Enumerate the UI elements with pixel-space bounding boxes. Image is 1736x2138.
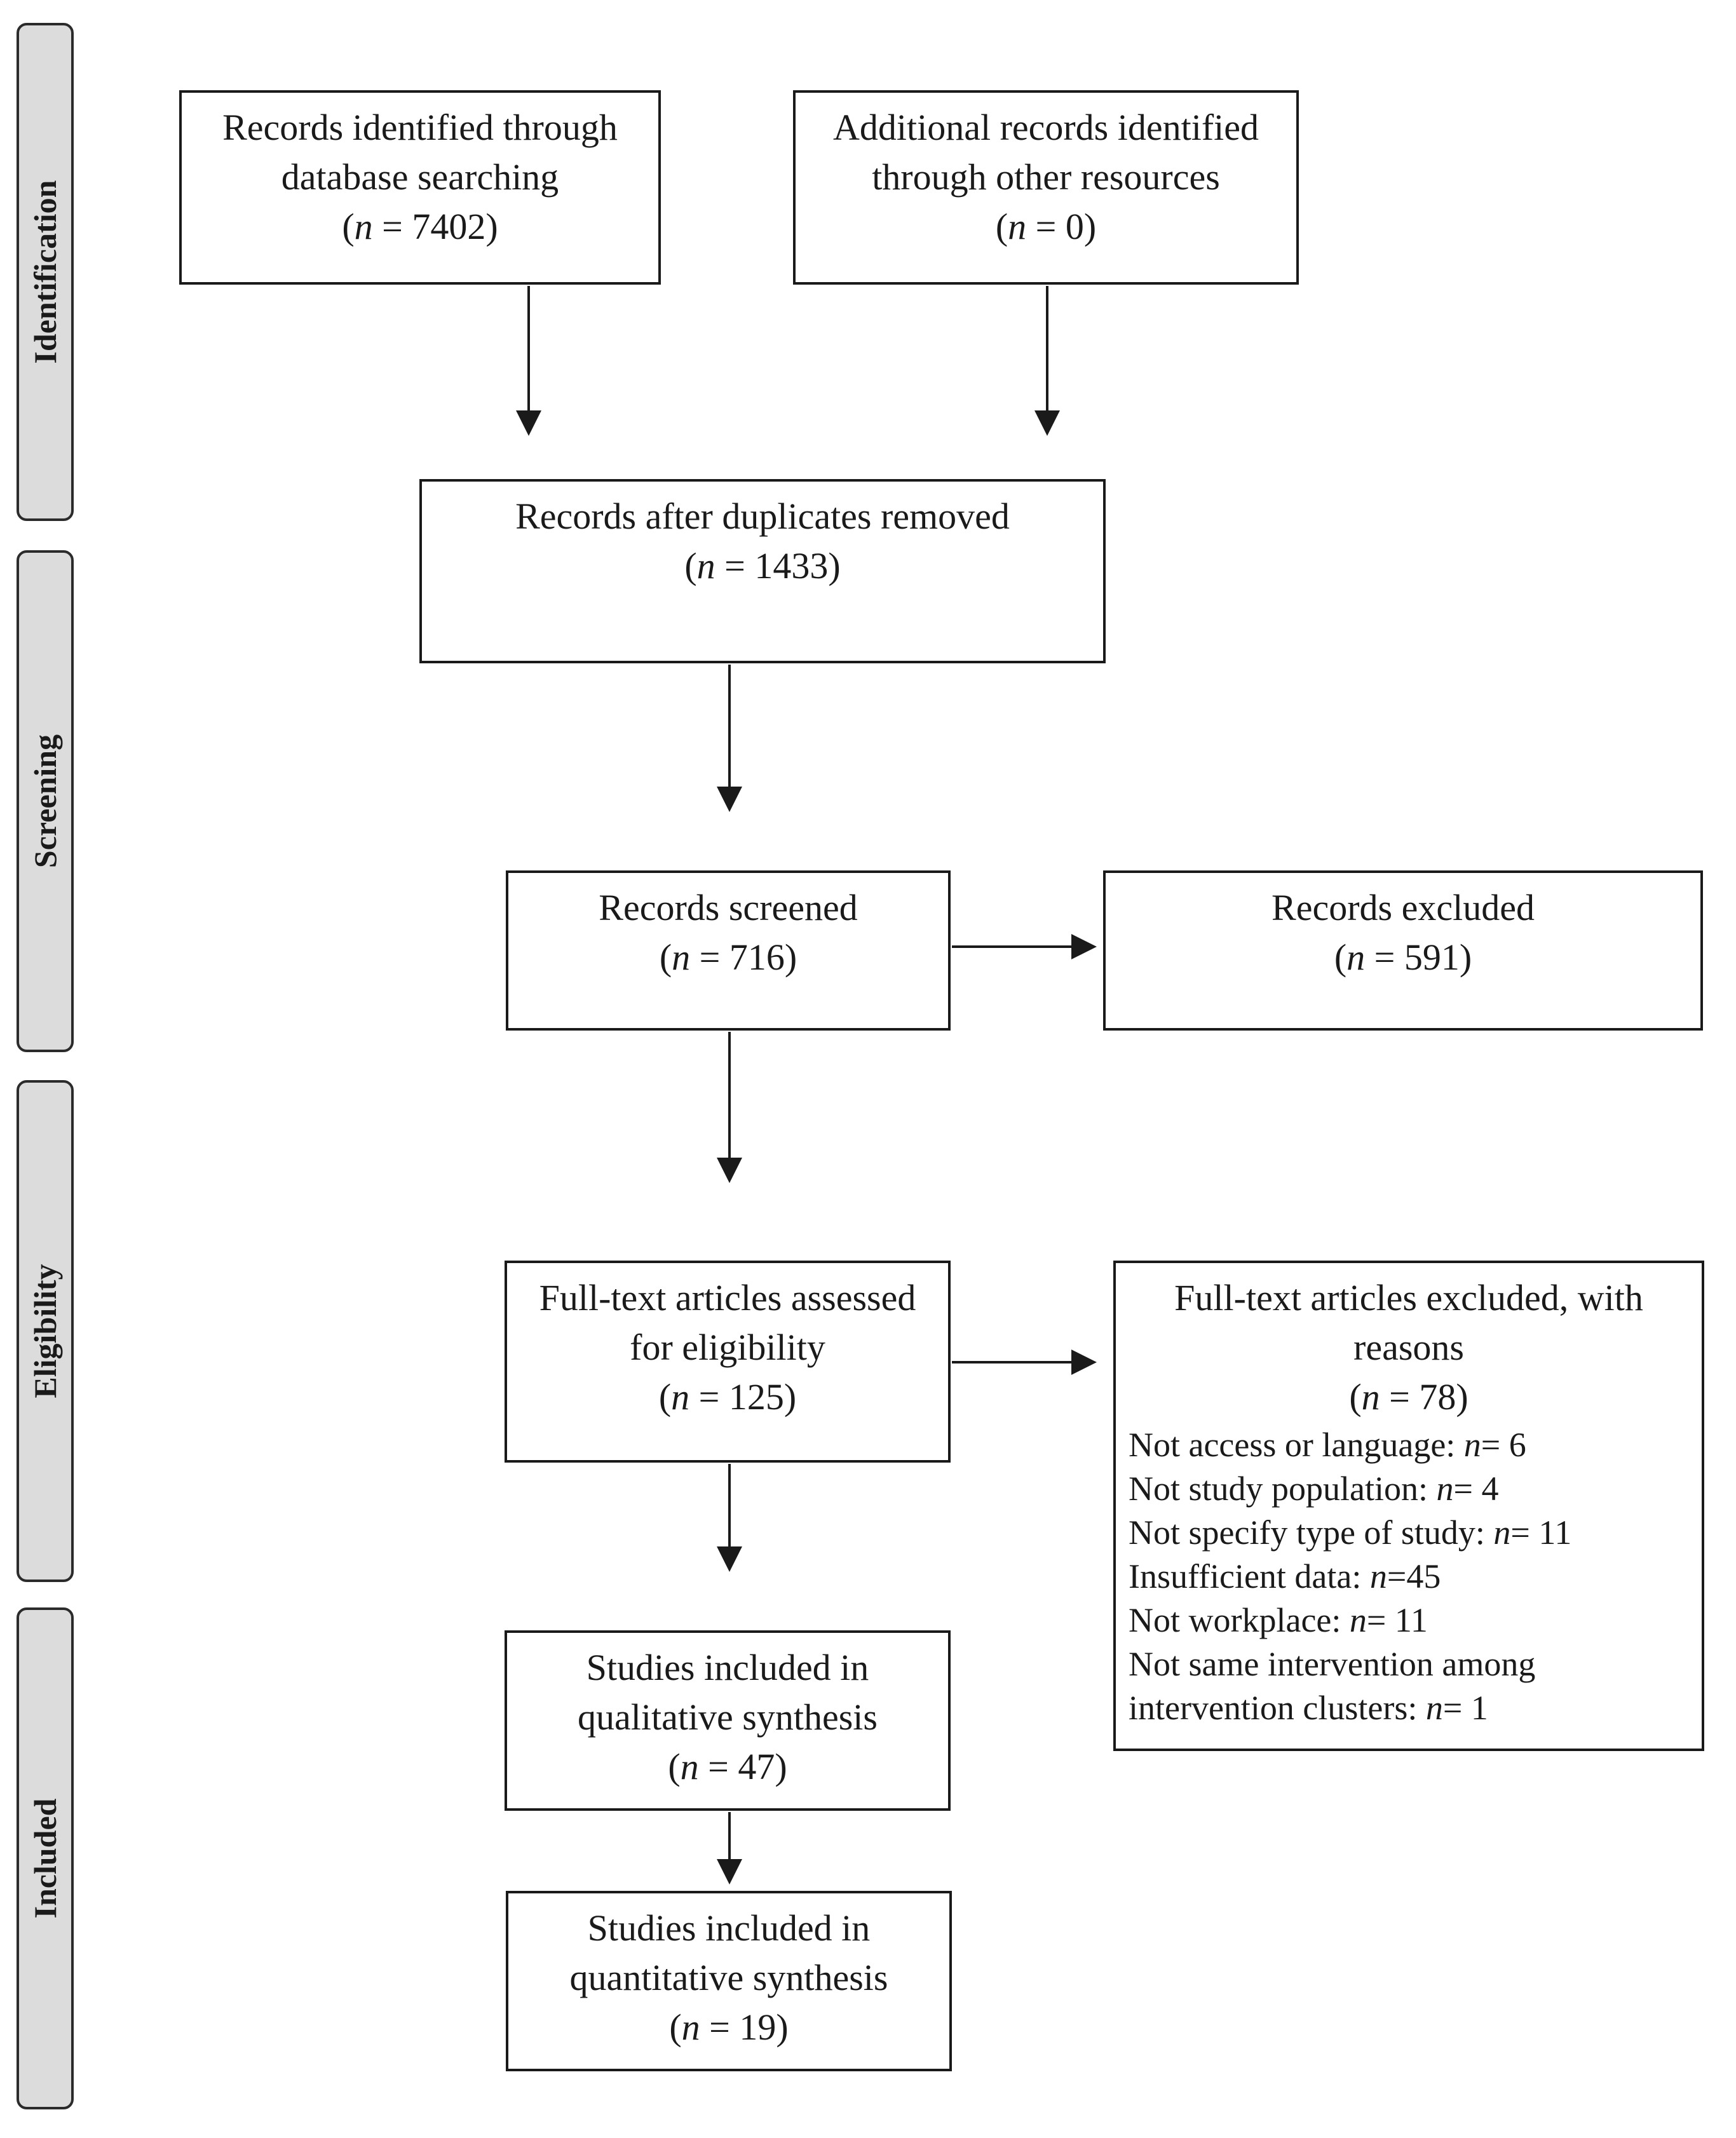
record-count: (n = 78)	[1349, 1376, 1468, 1417]
exclusion-reason: Not specify type of study: n= 11	[1129, 1513, 1572, 1552]
box-additional-records: Additional records identified through ot…	[793, 90, 1299, 285]
record-count: (n = 125)	[658, 1376, 797, 1417]
record-count: (n = 0)	[995, 206, 1097, 247]
box-line: quantitative synthesis	[569, 1957, 888, 1998]
record-count: (n = 47)	[668, 1746, 787, 1787]
box-line: Records identified through	[222, 107, 618, 148]
exclusion-reason: Not access or language: n= 6	[1129, 1426, 1526, 1464]
exclusion-reason: Not same intervention among	[1129, 1645, 1536, 1683]
exclusion-reasons-list: Not access or language: n= 6 Not study p…	[1116, 1423, 1702, 1730]
exclusion-reason: Insufficient data: n=45	[1129, 1557, 1441, 1595]
box-line: qualitative synthesis	[578, 1696, 878, 1738]
box-line: Records screened	[599, 887, 858, 928]
phase-included: Included	[17, 1607, 74, 2109]
box-line: database searching	[281, 156, 559, 198]
box-line: through other resources	[872, 156, 1220, 198]
box-line: Studies included in	[587, 1907, 871, 1949]
box-line: reasons	[1353, 1327, 1464, 1368]
box-line: for eligibility	[630, 1327, 825, 1368]
box-database-records: Records identified through database sear…	[179, 90, 661, 285]
box-line: Records excluded	[1271, 887, 1535, 928]
box-line: Records after duplicates removed	[515, 496, 1010, 537]
box-duplicates-removed: Records after duplicates removed (n = 14…	[419, 479, 1106, 663]
record-count: (n = 591)	[1334, 937, 1472, 978]
record-count: (n = 1433)	[684, 545, 841, 586]
exclusion-reason: Not study population: n= 4	[1129, 1470, 1499, 1508]
record-count: (n = 19)	[669, 2006, 789, 2048]
box-fulltext-assessed: Full-text articles assessed for eligibil…	[505, 1261, 951, 1463]
phase-identification: Identification	[17, 23, 74, 521]
exclusion-reason: intervention clusters: n= 1	[1129, 1689, 1488, 1727]
box-fulltext-excluded: Full-text articles excluded, with reason…	[1113, 1261, 1704, 1751]
box-line: Full-text articles assessed	[539, 1277, 916, 1318]
exclusion-reason: Not workplace: n= 11	[1129, 1601, 1428, 1639]
phase-screening: Screening	[17, 550, 74, 1052]
box-line: Studies included in	[586, 1647, 869, 1688]
box-records-excluded: Records excluded (n = 591)	[1103, 870, 1703, 1031]
box-line: Additional records identified	[832, 107, 1259, 148]
box-line: Full-text articles excluded, with	[1174, 1277, 1643, 1318]
record-count: (n = 7402)	[342, 206, 498, 247]
box-quantitative-synthesis: Studies included in quantitative synthes…	[506, 1891, 952, 2071]
record-count: (n = 716)	[659, 937, 797, 978]
box-records-screened: Records screened (n = 716)	[506, 870, 951, 1031]
box-qualitative-synthesis: Studies included in qualitative synthesi…	[505, 1630, 951, 1811]
phase-eligibility: Eligibility	[17, 1080, 74, 1582]
